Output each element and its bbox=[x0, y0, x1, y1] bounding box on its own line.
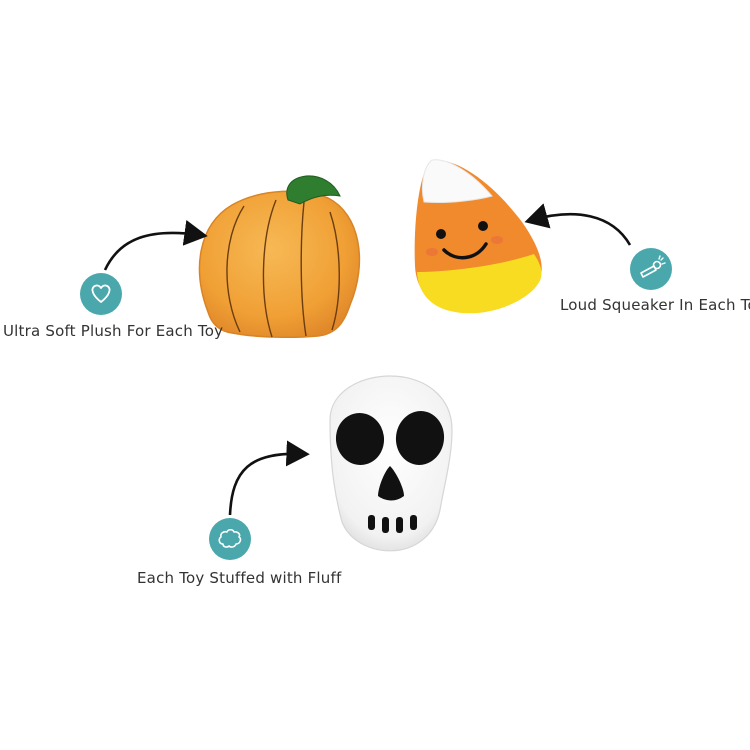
arrow-to-candy-corn bbox=[524, 203, 632, 246]
plush-feature-caption: Ultra Soft Plush For Each Toy bbox=[3, 322, 224, 340]
pumpkin-plush-toy bbox=[198, 175, 361, 338]
arrow-to-pumpkin bbox=[103, 219, 208, 271]
fluff-icon bbox=[209, 518, 251, 560]
heart-icon bbox=[80, 273, 122, 315]
candy-corn-plush-toy bbox=[414, 159, 542, 314]
arrow-to-skull bbox=[228, 440, 310, 516]
squeaker-icon bbox=[630, 248, 672, 290]
skull-plush-toy bbox=[329, 375, 453, 552]
fluff-feature-caption: Each Toy Stuffed with Fluff bbox=[137, 569, 342, 587]
squeaker-feature-caption: Loud Squeaker In Each Toy bbox=[560, 296, 750, 314]
